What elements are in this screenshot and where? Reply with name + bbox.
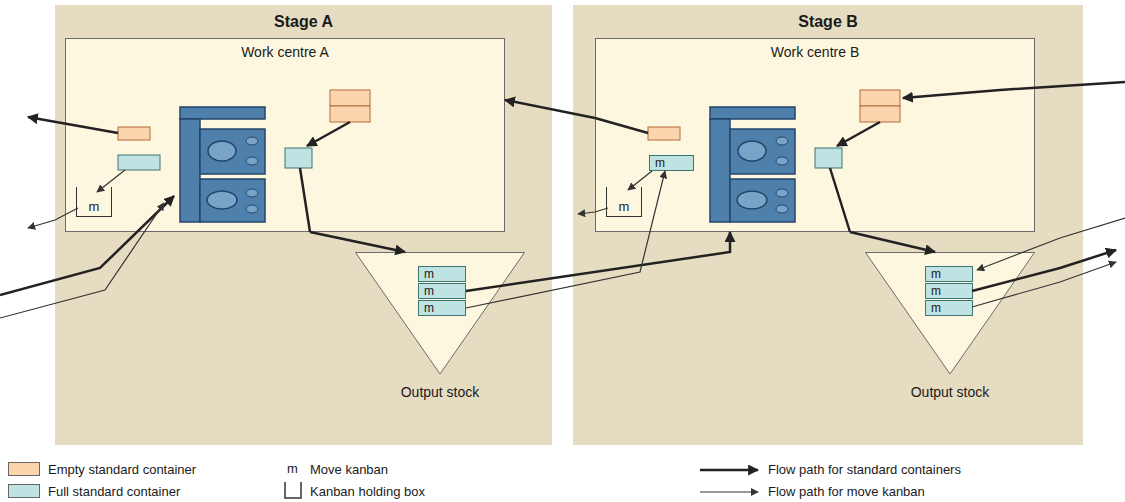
node-label: Work centre A (241, 44, 329, 60)
legend-text: Kanban holding box (310, 484, 425, 499)
kanban-flow (0, 170, 1125, 318)
full-container (118, 155, 160, 170)
kanban-mark: m (931, 302, 972, 314)
legend-text: Move kanban (310, 462, 388, 477)
legend-text: Full standard container (48, 484, 180, 499)
kanban-mark: m (424, 268, 465, 280)
kanban-holding-box: m (76, 187, 112, 217)
legend-swatch (8, 484, 40, 498)
kanban-mark: m (931, 268, 972, 280)
node-label: Output stock (911, 384, 990, 400)
legend-text: Flow path for standard containers (768, 462, 961, 477)
kanban-flow-arrow (466, 171, 665, 308)
node-label: Stage A (274, 13, 333, 31)
move-kanban-symbol: m (287, 461, 298, 476)
kanban-holding-box: m (606, 187, 642, 217)
container-flow (0, 82, 1125, 295)
thick-arrow-sample (700, 469, 758, 472)
full-container: m (418, 283, 466, 299)
kanban-mark: m (931, 285, 972, 297)
output-stock-triangle: Output stockmmm (355, 252, 525, 402)
node-label: Output stock (401, 384, 480, 400)
kanban-mark: m (89, 200, 100, 214)
kanban-mark: m (619, 200, 630, 214)
full-container: m (418, 300, 466, 316)
container-flow-arrow (850, 232, 935, 252)
container-flow-arrow (310, 232, 405, 252)
stage-panel: Stage BWork centre BmmOutput stockmmm (573, 5, 1083, 445)
full-container: m (649, 155, 694, 171)
node-label: Stage B (798, 13, 858, 31)
container-flow-arrow (505, 100, 595, 118)
container-flow-arrow (466, 232, 730, 291)
stage-panel: Stage AWork centre AmOutput stockmmm (55, 5, 552, 445)
kanban-mark: m (424, 285, 465, 297)
output-stock-triangle: Output stockmmm (865, 252, 1035, 402)
full-container: m (418, 266, 466, 282)
machine-illustration (710, 107, 795, 222)
full-container: m (925, 300, 973, 316)
legend-text: Empty standard container (48, 462, 196, 477)
holding-box-sample (285, 482, 301, 498)
full-container: m (925, 283, 973, 299)
container-illustration (648, 90, 900, 168)
node-label: Work centre B (771, 44, 859, 60)
machine-illustration (180, 107, 265, 222)
legend-text: Flow path for move kanban (768, 484, 925, 499)
kanban-mark: m (655, 157, 693, 169)
kanban-mark: m (424, 302, 465, 314)
full-container: m (925, 266, 973, 282)
legend-swatch (8, 462, 40, 476)
thin-arrow-sample (700, 491, 758, 492)
